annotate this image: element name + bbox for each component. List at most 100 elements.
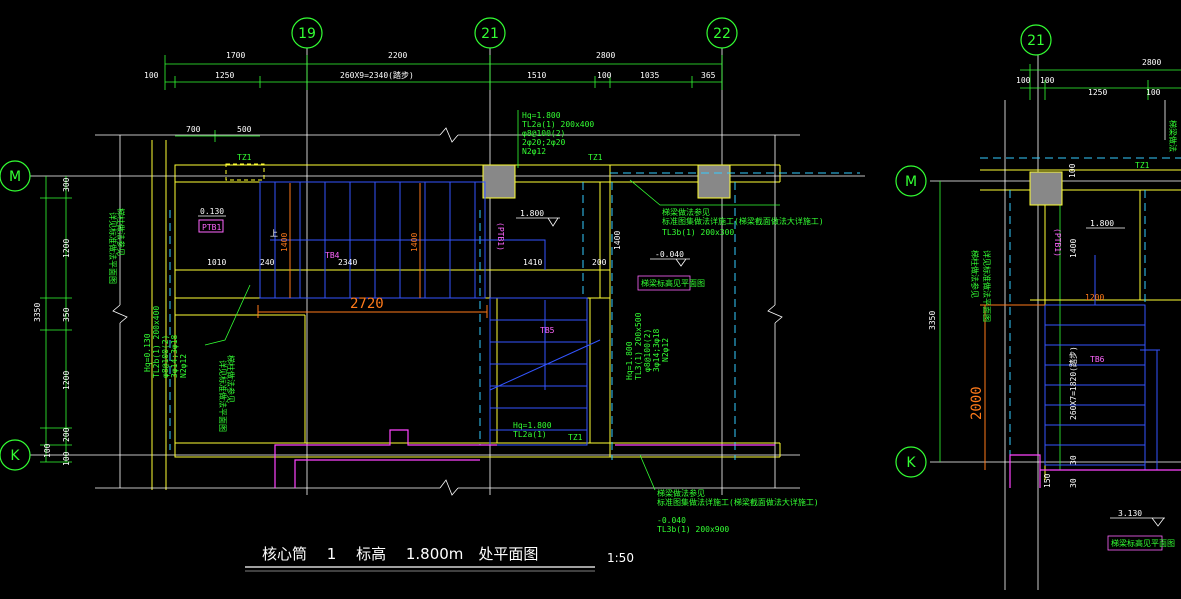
axis-label-K: K [10,448,20,464]
up-arrow-label: 上 [270,229,278,238]
note-left-2: 详见标准做法平面图 [108,212,118,284]
r-note-3: 梯梁做法 [1168,120,1178,152]
tl-mid-3: 3φ14;3φ18 [652,328,661,372]
dim-1010: 1010 [207,258,226,267]
tl2a-r2: 2φ20;2φ20 [522,138,566,147]
stair-tb5 [489,297,601,446]
dim-2000: 2000 [969,386,985,420]
note-mid-1: 梯柱做法参见 [226,355,236,403]
dim-240: 240 [260,258,275,267]
dim-200: 200 [62,427,71,442]
ptb-vertical-label: (PTB1) [496,222,505,251]
dim-1410: 1410 [523,258,542,267]
tz1-label-b: TZ1 [588,153,603,162]
dim-1250: 1250 [215,71,234,80]
slab-dashes [169,157,1181,470]
hq-bot: Hq=1.800 [513,421,552,430]
hq-top: Hq=1.800 [522,111,561,120]
level-0130: 0.130 [200,207,224,216]
tz1-label-c: TZ1 [568,433,583,442]
grid-bubbles [0,17,1052,478]
dim-2200: 2200 [388,51,407,60]
dim-1510: 1510 [527,71,546,80]
dim-3350: 3350 [33,303,42,322]
note-bottom-2: 标准图集做法详施工(梯梁截面做法大详施工) [657,497,819,507]
stair-tb4 [259,181,546,299]
grid-lines [30,48,1181,590]
level-neg-0040: -0.040 [655,250,684,259]
box-mid [637,275,691,291]
tz1-box-a [225,163,265,181]
dim-r-1400: 1400 [1069,239,1078,258]
dim-1200a: 1200 [62,239,71,258]
dim-r-100: 100 [1068,163,1077,178]
leader-right [629,179,780,206]
dim-100a: 100 [144,71,159,80]
tb6-label: TB6 [1090,355,1105,364]
tl-left-4: N2φ12 [179,354,188,378]
dim-steps: 260X9=2340(踏步) [340,70,414,80]
outer-lines [95,100,1166,590]
tl-left-3: 3φ14;3φ18 [170,334,179,378]
dim-1200b: 1200 [62,371,71,390]
dim-r-3350: 3350 [928,311,937,330]
tl-left-2: φ8@100(2) [161,335,170,378]
box-mid-text: 梯梁标高见平面图 [641,278,705,288]
dim-2720: 2720 [350,296,384,312]
axis-label-M-right: M [905,174,917,190]
dim-r-150: 150 [1043,473,1052,488]
tl2a-top: TL2a(1) 200x400 [522,120,594,129]
orange-dims [257,183,1045,470]
r-note-1: 梯柱做法参见 [970,250,980,298]
drawing-title: 核心筒 1 标高 1.800m 处平面图 [262,545,538,563]
dim-r-2800: 2800 [1142,58,1161,67]
axis-label-21: 21 [481,26,499,42]
dim-r-100b: 100 [1040,76,1055,85]
drawing-scale: 1:50 [607,551,634,565]
tb5-label: TB5 [540,326,555,335]
dim-300: 300 [62,177,71,192]
dim-r-1250: 1250 [1088,88,1107,97]
tl2a-r1: φ8@100(2) [522,129,565,138]
note-bottom-4: TL3b(1) 200x900 [657,525,729,534]
hq-mid: Hq=1.800 [625,341,634,380]
dimension-lines [40,55,1181,470]
ptb1-box [198,219,224,233]
level-r-3130: 3.130 [1118,509,1142,518]
axis-label-19: 19 [298,26,316,42]
dim-100: 100 [43,443,52,458]
tl2a-bot: TL2a(1) [513,430,547,439]
axis-label-21-right: 21 [1027,33,1045,49]
dim-365: 365 [701,71,716,80]
dim-350: 350 [62,307,71,322]
axis-label-M: M [9,169,21,185]
note-right-1: 梯梁做法参见 [662,207,710,217]
hq-left: Hq=0.130 [143,333,152,372]
note-right-2: 标准图集做法详施工(梯梁截面做法大详施工) [662,216,824,226]
tl-left-1: TL2b(1) 200x400 [152,306,161,378]
ptb1-label: PTB1 [202,223,221,232]
dim-r-1200: 1200 [1085,293,1104,302]
axis-label-K-right: K [906,455,916,471]
dim-1700: 1700 [226,51,245,60]
dim-2800: 2800 [596,51,615,60]
note-bottom-3: -0.040 [657,516,686,525]
dim-100b-left: 100 [62,451,71,466]
axis-label-22: 22 [713,26,731,42]
box-r1-text: 梯梁标高见平面图 [1111,538,1175,548]
magenta-walls [274,429,1181,488]
note-bottom-1: 梯梁做法参见 [657,488,705,498]
ptb-vertical-label-r: (PTB1) [1053,228,1062,257]
tz1-label-r: TZ1 [1135,161,1150,170]
dim-700: 700 [186,125,201,134]
columns [482,164,1063,206]
level-r-1800: 1.800 [1090,219,1114,228]
tb4-label: TB4 [325,251,340,260]
level-marks [198,215,1165,527]
tl-mid-1: TL3(1) 200x500 [634,312,643,380]
dim-1400-a: 1400 [280,233,289,252]
tl-mid-4: N2φ12 [661,338,670,362]
note-mid-2: 详见标准做法平面图 [218,360,228,432]
dim-200-inner: 200 [592,258,607,267]
